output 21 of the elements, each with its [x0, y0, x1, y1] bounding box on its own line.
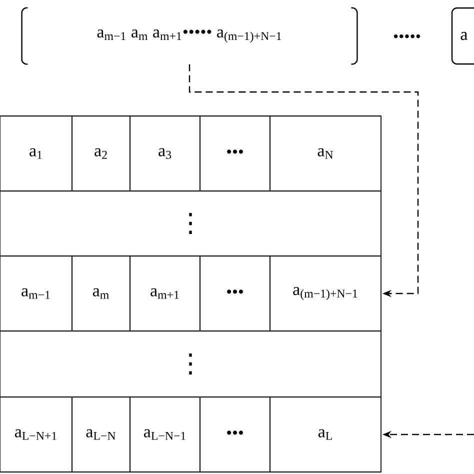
table-row: ⋮ [0, 330, 382, 398]
table-cell: a$_{m−1}$ [0, 256, 72, 332]
table-cell: a$_{L}$ [270, 396, 382, 472]
table-cell: a$_{L−N+1}$ [0, 396, 72, 472]
bracket-group: a [451, 7, 474, 65]
table-cell: ••• [200, 116, 270, 192]
table-cell: a$_{(m−1)+N−1}$ [270, 256, 382, 332]
table-cell: ••• [200, 396, 270, 472]
table-cell: a$_{2}$ [72, 116, 130, 192]
table-cell: a$_{L−N}$ [72, 396, 130, 472]
dashed-arrow [188, 64, 419, 298]
table-cell: a$_{3}$ [130, 116, 200, 192]
bracket-group: a$_{m−1}$ a$_{m}$ a$_{m+1}$••••• a$_{(m−1)+N−1}$ [21, 7, 358, 65]
ellipsis-dots: ••••• [394, 34, 420, 38]
table-row: ⋮ [0, 190, 382, 256]
table-cell: a$_{1}$ [0, 116, 72, 192]
table-cell: ••• [200, 256, 270, 332]
table-cell: a$_{m}$ [72, 256, 130, 332]
table-cell: a$_{N}$ [270, 116, 382, 192]
table-cell: a$_{L−N−1}$ [130, 396, 200, 472]
table-cell: a$_{m+1}$ [130, 256, 200, 332]
